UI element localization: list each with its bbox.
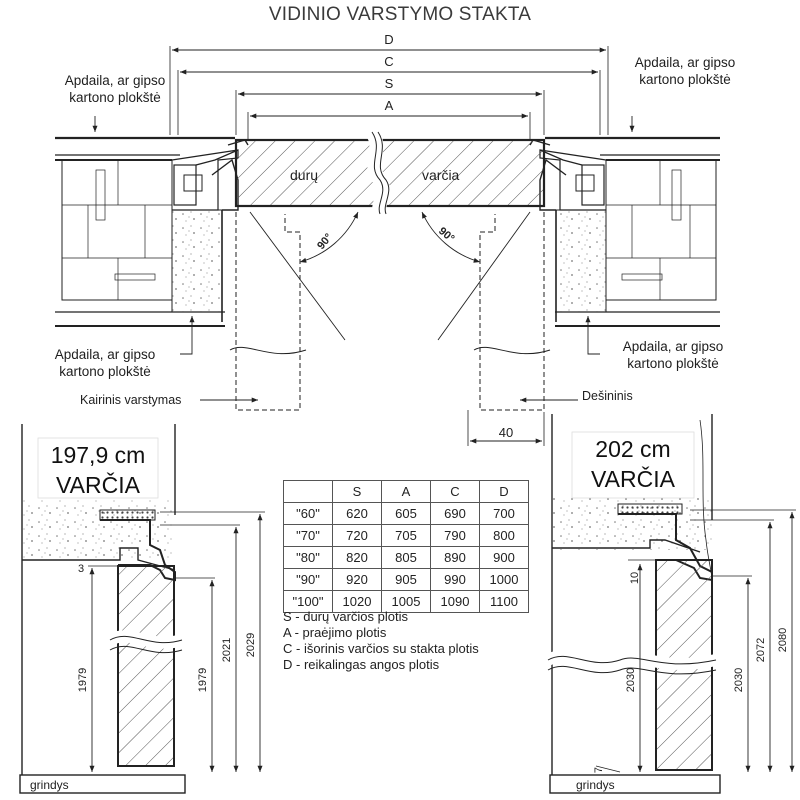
table-row: "60" 620 605 690 700 (283, 502, 529, 525)
left-leaf-label: VARČIA (56, 472, 140, 498)
finish-label-bottom-right: Apdaila, ar gipso kartono plokštė (598, 338, 748, 372)
right-gap-dim: 10 (629, 572, 641, 584)
table-row: "70" 720 705 790 800 (283, 524, 529, 547)
table-cell: "100" (283, 590, 333, 613)
table-header-cell: S (332, 480, 382, 503)
dim-label-a: A (385, 98, 394, 113)
table-row: "80" 820 805 890 900 (283, 546, 529, 569)
angle-left: 90° (315, 231, 335, 251)
table-header-cell: D (479, 480, 529, 503)
table-cell: 1020 (332, 590, 382, 613)
finish-label-line1: Apdaila, ar gipso (64, 73, 166, 88)
left-height-box: 197,9 cm VARČIA (40, 440, 156, 500)
door-leaf-plan (234, 138, 546, 208)
right-height-box: 202 cm VARČIA (574, 434, 692, 494)
finish-label-top-left: Apdaila, ar gipso kartono plokštė (40, 72, 190, 106)
table-cell: 1000 (479, 568, 529, 591)
table-cell: 690 (430, 502, 480, 525)
left-door-height: 1979 (197, 668, 209, 692)
table-row: "100" 1020 1005 1090 1100 (283, 590, 529, 613)
table-cell: 720 (332, 524, 382, 547)
finish-label-line1: Apdaila, ar gipso (622, 339, 724, 354)
table-cell: 1100 (479, 590, 529, 613)
legend-item: C - išorinis varčios su stakta plotis (283, 641, 479, 656)
table-cell: 890 (430, 546, 480, 569)
finish-label-top-right: Apdaila, ar gipso kartono plokštė (610, 54, 760, 88)
finish-label-line1: Apdaila, ar gipso (634, 55, 736, 70)
finish-label-bottom-left: Apdaila, ar gipso kartono plokštė (30, 346, 180, 380)
dim-label-d: D (384, 32, 393, 47)
dim-label-s: S (385, 76, 394, 91)
table-cell: 705 (381, 524, 431, 547)
left-hinge-label: Kairinis varstymas (80, 393, 182, 407)
floor-label-right: grindys (576, 778, 615, 792)
size-table: S A C D "60" 620 605 690 700 "70" 720 70… (283, 480, 529, 613)
left-height-cm: 197,9 cm (50, 442, 146, 468)
table-cell: 1090 (430, 590, 480, 613)
table-cell: "80" (283, 546, 333, 569)
table-cell: "60" (283, 502, 333, 525)
table-cell: 700 (479, 502, 529, 525)
dim-label-c: C (384, 54, 393, 69)
finish-label-line2: kartono plokštė (627, 356, 719, 371)
angle-right: 90° (436, 225, 456, 245)
table-header-cell: C (430, 480, 480, 503)
right-leaf-height: 2030 (625, 668, 637, 692)
plan-view (55, 46, 720, 446)
leaf-word: varčia (422, 167, 460, 183)
table-header-cell: A (381, 480, 431, 503)
table-cell: 800 (479, 524, 529, 547)
table-row: "90" 920 905 990 1000 (283, 568, 529, 591)
page-title: VIDINIO VARSTYMO STAKTA (268, 4, 532, 25)
table-header-row: S A C D (283, 480, 529, 503)
table-cell: 820 (332, 546, 382, 569)
left-section (19, 424, 265, 794)
right-bottom-dim: 7 (593, 767, 605, 773)
table-cell: 920 (332, 568, 382, 591)
table-cell: 990 (430, 568, 480, 591)
finish-label-line2: kartono plokštė (639, 72, 731, 87)
door-word: durų (290, 167, 318, 183)
left-leaf-height: 1979 (77, 668, 89, 692)
table-cell: "70" (283, 524, 333, 547)
floor-label-left: grindys (30, 778, 69, 792)
table-header-cell (283, 480, 333, 503)
right-frame-inner: 2072 (755, 638, 767, 662)
table-cell: "90" (283, 568, 333, 591)
table-cell: 900 (479, 546, 529, 569)
left-leaf-section (117, 565, 175, 767)
finish-label-line2: kartono plokštė (69, 90, 161, 105)
right-section (544, 414, 796, 794)
left-frame-inner: 2021 (221, 638, 233, 662)
table-cell: 605 (381, 502, 431, 525)
right-frame-outer: 2080 (777, 628, 789, 652)
legend-item: A - praėjimo plotis (283, 625, 387, 640)
finish-label-line2: kartono plokštė (59, 364, 151, 379)
right-leaf-label: VARČIA (591, 466, 675, 492)
left-frame-outer: 2029 (245, 633, 257, 657)
table-cell: 620 (332, 502, 382, 525)
finish-label-line1: Apdaila, ar gipso (54, 347, 156, 362)
table-cell: 790 (430, 524, 480, 547)
table-cell: 905 (381, 568, 431, 591)
table-cell: 805 (381, 546, 431, 569)
left-gap-dim: 3 (78, 563, 84, 575)
right-door-height: 2030 (733, 668, 745, 692)
right-height-cm: 202 cm (595, 436, 671, 462)
offset-40: 40 (499, 425, 513, 440)
right-hinge-label: Dešininis (582, 389, 633, 403)
legend-item: S - durų varčios plotis (283, 609, 408, 624)
legend-item: D - reikalingas angos plotis (283, 657, 440, 672)
legend: S - durų varčios plotis A - praėjimo plo… (283, 609, 479, 673)
